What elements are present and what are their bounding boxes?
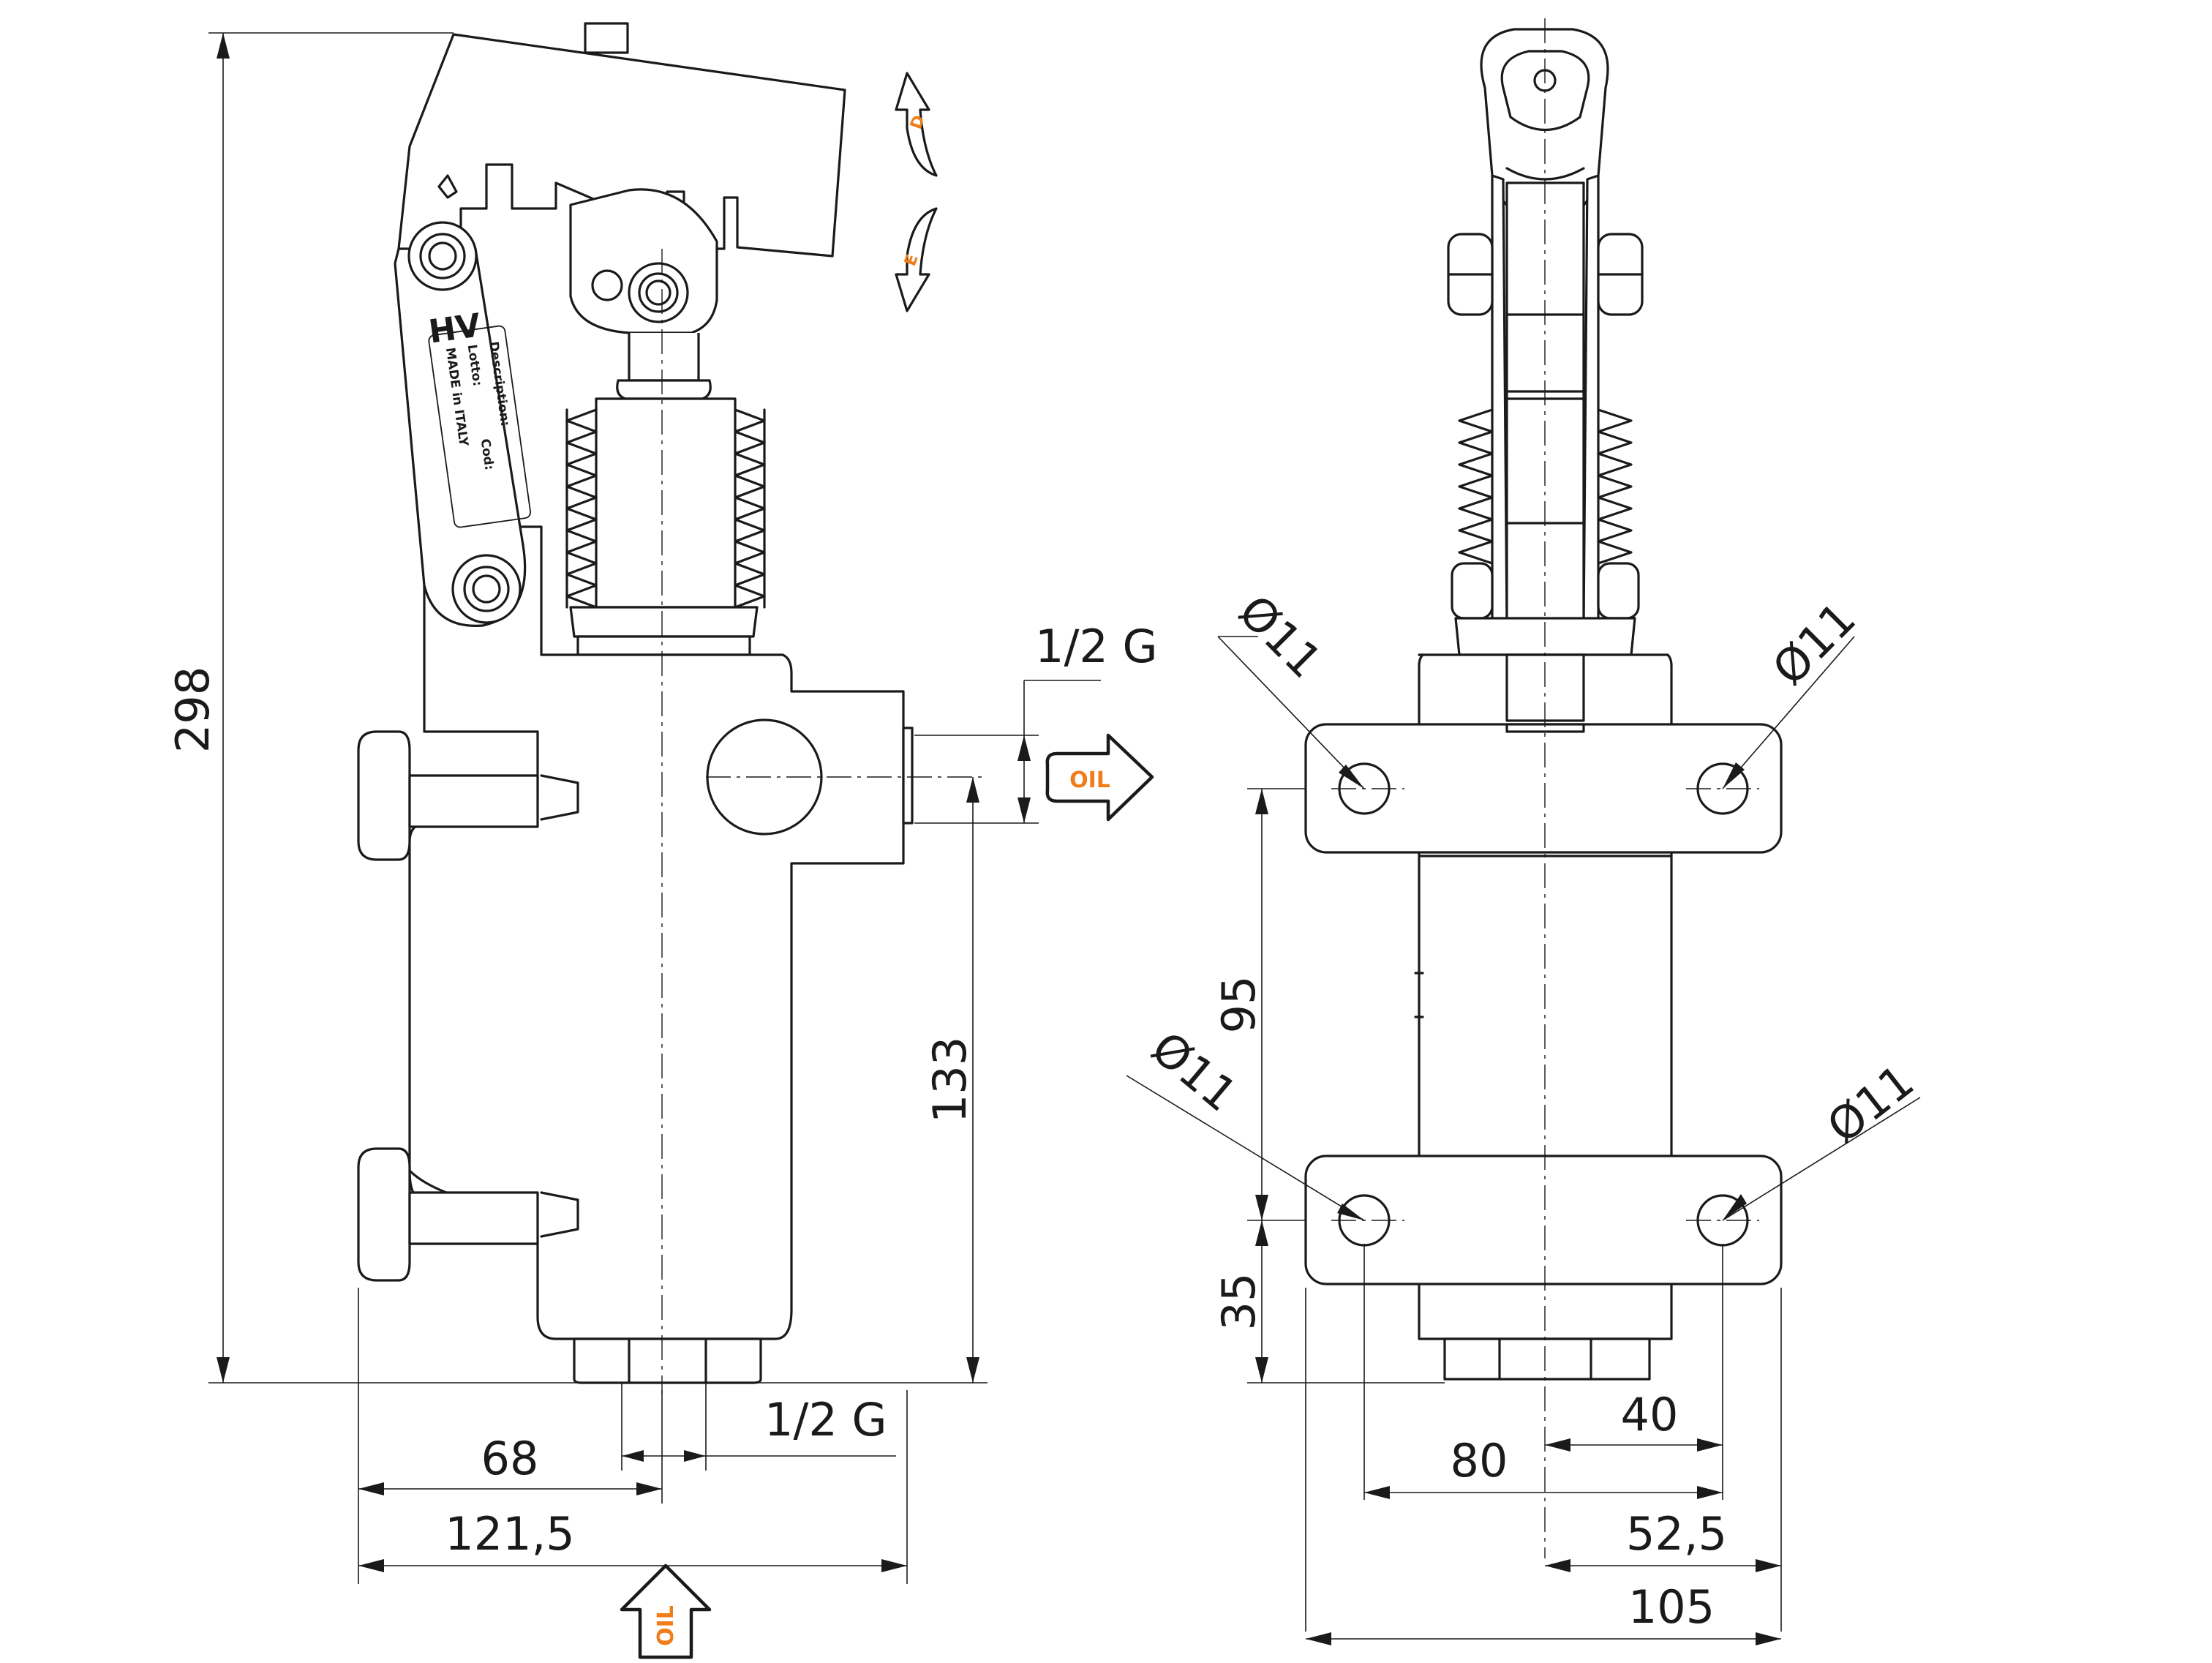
dim-hole-lower-right: Ø11 (1817, 1054, 1924, 1154)
mount-foot-lower (357, 1147, 411, 1282)
direction-arrow-down: E (895, 207, 938, 312)
slot-mark (437, 174, 458, 199)
bellows-base (569, 606, 759, 638)
dim-half-flange-width: 52,5 (1626, 1507, 1727, 1561)
mount-foot-upper (357, 730, 411, 861)
link-plate-right (1582, 174, 1600, 623)
nut-stack-upper-left (1447, 233, 1494, 316)
side-view-dimensions: 298 133 1/2 G 1/2 G 68 121,5 (166, 32, 1158, 1584)
nameplate-logo: HV (426, 307, 483, 350)
oil-label-side: OIL (1069, 767, 1110, 793)
oil-arrow-side: OIL (1045, 733, 1154, 822)
dim-hole-upper-right: Ø11 (1762, 592, 1866, 696)
mount-foot-lower-stem (408, 1191, 539, 1245)
link-plate (394, 247, 527, 627)
nut-stack-upper-right (1597, 233, 1644, 316)
bottom-port-nut (573, 1337, 762, 1384)
dim-port-height: 133 (923, 1037, 977, 1123)
bellows-seat (576, 635, 751, 656)
front-view (1304, 18, 1783, 1558)
oil-label-bottom: OIL (653, 1605, 679, 1646)
bellows-right-zigzag (734, 408, 766, 609)
side-view: HV Description: Lotto: Cod: MADE in ITAL… (357, 22, 988, 1394)
mount-foot-upper-stem (408, 774, 539, 828)
link-plate-left (1491, 174, 1508, 623)
nut-stack-lower-right (1597, 562, 1640, 620)
oil-arrow-bottom: OIL (620, 1563, 712, 1659)
link-nut-upper (407, 221, 478, 291)
nut-stack-lower-left (1451, 562, 1494, 620)
bellows-left-zigzag (565, 408, 598, 609)
dim-hole-lower-left: Ø11 (1141, 1021, 1247, 1122)
direction-arrow-up: D (895, 72, 938, 177)
dim-width-121: 121,5 (445, 1507, 575, 1561)
dim-total-height: 298 (166, 667, 219, 753)
front-bellows-left (1458, 408, 1494, 565)
pivot-hole (591, 269, 623, 301)
plunger-neck (628, 333, 700, 382)
pivot-nut (628, 262, 689, 323)
link-nut-lower (451, 554, 522, 624)
dim-bottom-offset: 35 (1212, 1273, 1265, 1331)
bellows-body (595, 397, 737, 609)
handle-knob (584, 22, 629, 54)
dim-width-68: 68 (481, 1432, 539, 1485)
front-bottom-nut (1443, 1337, 1651, 1381)
plunger-collar (616, 379, 712, 400)
dim-hole-spacing-vertical: 95 (1212, 976, 1265, 1034)
front-bellows-right (1597, 408, 1633, 565)
dim-bottom-port-thread: 1/2 G (764, 1393, 887, 1446)
dim-half-hole-spacing: 40 (1621, 1388, 1679, 1441)
side-port-face (902, 727, 914, 825)
dim-side-port-thread: 1/2 G (1035, 620, 1158, 673)
dim-hole-spacing-horizontal: 80 (1451, 1434, 1508, 1487)
dim-flange-width: 105 (1628, 1580, 1715, 1634)
dim-hole-upper-left: Ø11 (1228, 585, 1332, 688)
